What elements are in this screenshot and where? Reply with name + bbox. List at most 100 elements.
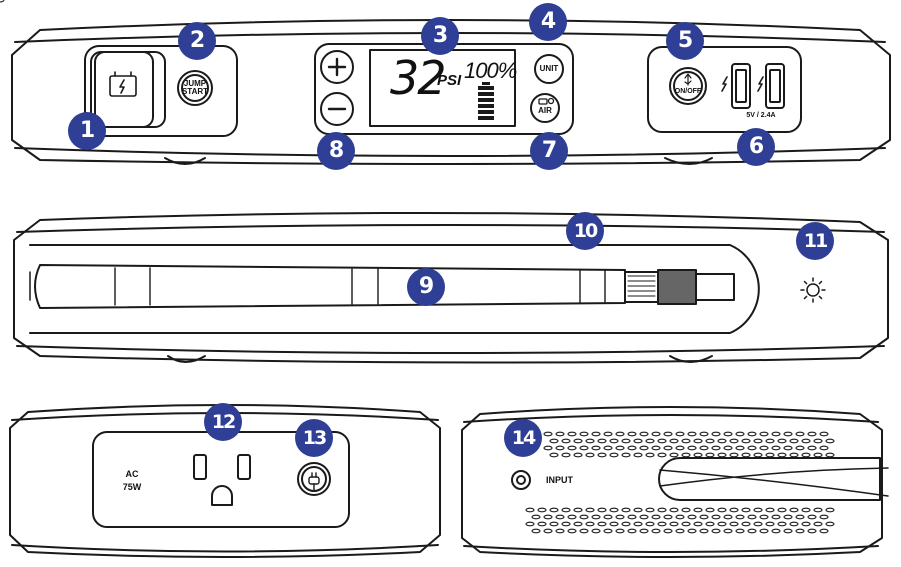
vent-slot (585, 438, 595, 444)
vent-slot (585, 521, 595, 527)
vent-slot (531, 514, 541, 520)
vent-slot (711, 528, 721, 534)
vent-slot (597, 438, 607, 444)
battery-level-bars (478, 82, 494, 120)
pressure-reading: 32 (390, 51, 447, 105)
vent-slot (603, 431, 613, 437)
vent-slot (579, 514, 589, 520)
vent-slot (771, 528, 781, 534)
jump-start-label-line1: JUMP (183, 79, 207, 88)
vent-slot (699, 528, 709, 534)
vent-slot (543, 431, 553, 437)
vent-slot (765, 521, 775, 527)
vent-slot (633, 438, 643, 444)
vent-slot (777, 521, 787, 527)
vent-slot (729, 452, 739, 458)
vent-slot (561, 507, 571, 513)
vent-slot (549, 438, 559, 444)
callout-6: 6 (737, 128, 775, 166)
callout-5: 5 (666, 22, 704, 60)
vent-slot (801, 521, 811, 527)
vent-slot (783, 431, 793, 437)
vent-slot (789, 438, 799, 444)
vent-slot (723, 528, 733, 534)
unit-button: UNIT (539, 64, 559, 73)
vent-slot (813, 507, 823, 513)
vent-slot (651, 528, 661, 534)
vent-slot (645, 507, 655, 513)
vent-slot (777, 507, 787, 513)
vent-slot (801, 438, 811, 444)
vent-slot (693, 452, 703, 458)
handle-slot (658, 457, 881, 501)
jump-start-button-ring (177, 70, 213, 106)
vent-slot (609, 438, 619, 444)
vent-slot (615, 528, 625, 534)
vent-slot (579, 431, 589, 437)
vent-slot (825, 438, 835, 444)
vent-slot (639, 445, 649, 451)
vent-slot (663, 431, 673, 437)
vent-slot (555, 445, 565, 451)
vent-slot (573, 507, 583, 513)
vent-slot (651, 514, 661, 520)
vent-slot (675, 514, 685, 520)
vent-slot (807, 431, 817, 437)
vent-slot (693, 438, 703, 444)
vent-slot (729, 438, 739, 444)
vent-slot (633, 507, 643, 513)
vent-slot (741, 521, 751, 527)
vent-slot (603, 445, 613, 451)
vent-slot (699, 514, 709, 520)
vent-slot (699, 431, 709, 437)
vent-slot (675, 528, 685, 534)
vent-slot (627, 431, 637, 437)
vent-slot (639, 431, 649, 437)
vent-slot (567, 514, 577, 520)
vent-slot (591, 514, 601, 520)
vent-slot (801, 507, 811, 513)
vent-slot (645, 452, 655, 458)
dc-input-icon (516, 475, 526, 485)
usb-port-1 (731, 63, 751, 109)
light-icon (800, 277, 826, 303)
vent-slot (531, 528, 541, 534)
vent-slots-top (0, 0, 5, 3)
battery-icon (109, 71, 137, 97)
vent-slot (537, 521, 547, 527)
vent-slot (765, 438, 775, 444)
vent-slot (573, 452, 583, 458)
vent-slot (675, 431, 685, 437)
vent-slot (639, 528, 649, 534)
vent-slot (747, 431, 757, 437)
vent-slot (567, 528, 577, 534)
vent-slot (687, 528, 697, 534)
power-button: ON/OFF (674, 88, 702, 95)
vent-slot (555, 528, 565, 534)
vent-slot (675, 445, 685, 451)
minus-button-ring (320, 92, 354, 126)
vent-slot (705, 452, 715, 458)
vent-slot (747, 528, 757, 534)
vent-slot (585, 507, 595, 513)
vent-slot (549, 507, 559, 513)
vent-slot (741, 507, 751, 513)
callout-10: 10 (566, 212, 604, 250)
vent-slot (753, 521, 763, 527)
callout-2: 2 (178, 22, 216, 60)
vent-slot (639, 514, 649, 520)
vent-slot (807, 528, 817, 534)
vent-slots (525, 431, 835, 534)
vent-slot (735, 514, 745, 520)
vent-slot (789, 507, 799, 513)
vent-slot (711, 431, 721, 437)
vent-slot (753, 507, 763, 513)
vent-slot (807, 514, 817, 520)
vent-slot (561, 438, 571, 444)
vent-slot (819, 431, 829, 437)
vent-slot (777, 452, 787, 458)
vent-slot (549, 521, 559, 527)
vent-slot (741, 452, 751, 458)
vent-slot (681, 521, 691, 527)
vent-slot (681, 438, 691, 444)
